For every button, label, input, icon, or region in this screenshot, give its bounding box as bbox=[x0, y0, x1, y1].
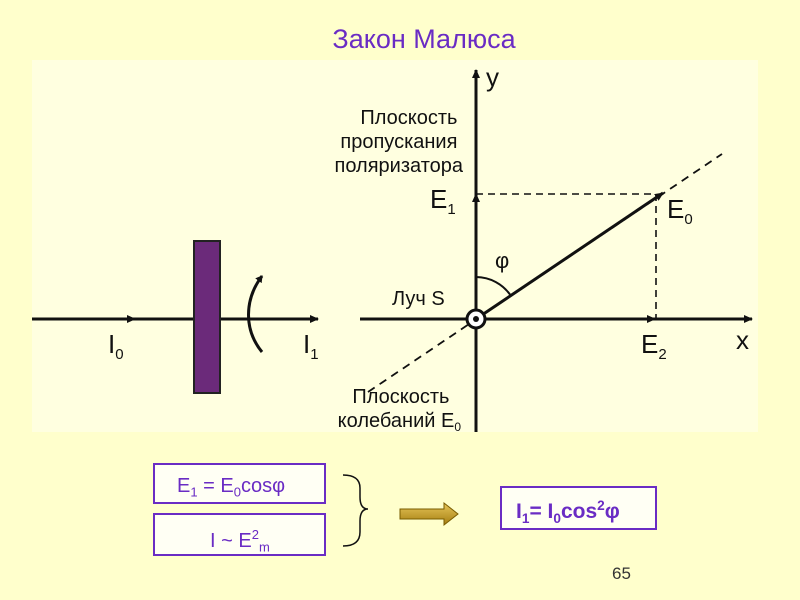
e0-vector bbox=[475, 191, 664, 321]
slide-title: Закон Малюса bbox=[332, 24, 516, 54]
formula-e1-part3: cosφ bbox=[240, 475, 286, 497]
diagram-panel bbox=[32, 60, 758, 432]
formula-e1-part: E bbox=[177, 475, 191, 497]
formula-e1-part2: = E bbox=[197, 475, 234, 497]
label-i0: I0 bbox=[108, 329, 124, 363]
label-plane-oscillation: Плоскость колебаний E0 bbox=[338, 386, 462, 434]
formula-e1-box: E1 = E0cosφ bbox=[153, 463, 326, 504]
formula-bracket bbox=[342, 474, 369, 547]
phi-arc bbox=[475, 276, 512, 297]
result-part: I bbox=[516, 500, 522, 524]
ray-source-dot bbox=[473, 316, 479, 322]
rotation-arrow bbox=[247, 275, 264, 353]
implies-arrow bbox=[399, 501, 459, 527]
label-plane-pass: Плоскость пропускания поляризатора bbox=[335, 107, 464, 177]
polarizer-plate bbox=[193, 240, 221, 394]
page-number: 65 bbox=[612, 564, 631, 583]
formula-intensity-box: I ~ E2m bbox=[153, 513, 326, 556]
formula-e1-sub2: 0 bbox=[233, 484, 241, 500]
formula-intensity-sup: 2 bbox=[251, 527, 259, 542]
label-ray-s: Луч S bbox=[392, 288, 445, 310]
label-e1: E1 bbox=[430, 184, 456, 218]
formula-e1-sub: 1 bbox=[190, 484, 198, 500]
formula-intensity-sub: m bbox=[258, 539, 270, 555]
label-e2: E2 bbox=[641, 329, 667, 363]
label-i1: I1 bbox=[303, 329, 319, 363]
label-e0: E0 bbox=[667, 194, 693, 228]
result-sup: 2 bbox=[597, 498, 605, 513]
label-phi: φ bbox=[495, 248, 509, 273]
label-axis-x: x bbox=[736, 325, 749, 355]
result-part2: = I bbox=[529, 500, 554, 524]
result-sub2: 0 bbox=[553, 510, 561, 526]
label-axis-y: y bbox=[486, 62, 499, 92]
result-part4: φ bbox=[604, 500, 620, 524]
formula-intensity-part: I ~ E bbox=[210, 529, 252, 552]
result-sub: 1 bbox=[521, 510, 530, 526]
result-part3: cos bbox=[560, 500, 598, 524]
malus-law-result-box: I1= I0cos2φ bbox=[500, 486, 657, 530]
